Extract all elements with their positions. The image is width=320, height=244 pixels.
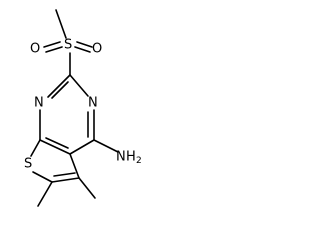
bond-c4-c4a bbox=[69, 139, 95, 155]
bond-c7a-s7 bbox=[30, 139, 41, 157]
bond-s7-c6 bbox=[32, 171, 53, 183]
bond-c5-methyl bbox=[78, 177, 96, 199]
bond-s-o-left-a bbox=[43, 41, 61, 48]
bonds bbox=[30, 9, 119, 207]
bond-c7a-c4a bbox=[39, 139, 71, 155]
bond-c6-methyl bbox=[37, 181, 53, 207]
atom-amine-h-count: 2 bbox=[136, 156, 142, 166]
bond-c2-n1 bbox=[47, 74, 71, 98]
bond-s-o-right-b bbox=[74, 46, 91, 53]
atom-sulfonyl-o-right: O bbox=[92, 42, 102, 57]
atom-ring-n-bottom: N bbox=[34, 96, 44, 111]
bond-c4-nh2 bbox=[93, 139, 119, 153]
bond-c2-n3 bbox=[69, 74, 89, 97]
bond-c5-c4a bbox=[69, 153, 80, 179]
bond-c2-n1-inner bbox=[51, 81, 69, 99]
bond-c7a-c4a-inner bbox=[45, 137, 69, 149]
bond-c6-c5 bbox=[51, 177, 80, 183]
atom-sulfonyl-o-left: O bbox=[30, 42, 40, 57]
atom-labels: S O O N N S N H 2 bbox=[24, 38, 142, 172]
atom-amine-h: H bbox=[126, 150, 136, 165]
atom-thiophene-s: S bbox=[24, 157, 32, 172]
bond-methyl-s bbox=[55, 9, 67, 39]
bond-c6-c5-inner bbox=[53, 172, 76, 177]
atom-ring-n-top: N bbox=[88, 96, 98, 111]
atom-sulfonyl-s: S bbox=[64, 38, 72, 53]
bond-s-o-right-a bbox=[76, 41, 93, 48]
structure-drawing: S O O N N S N H 2 bbox=[24, 9, 142, 207]
molecule-canvas: S O O N N S N H 2 bbox=[24, 9, 142, 207]
bond-s-o-left-b bbox=[45, 46, 63, 53]
atom-amine-n: N bbox=[116, 150, 126, 165]
